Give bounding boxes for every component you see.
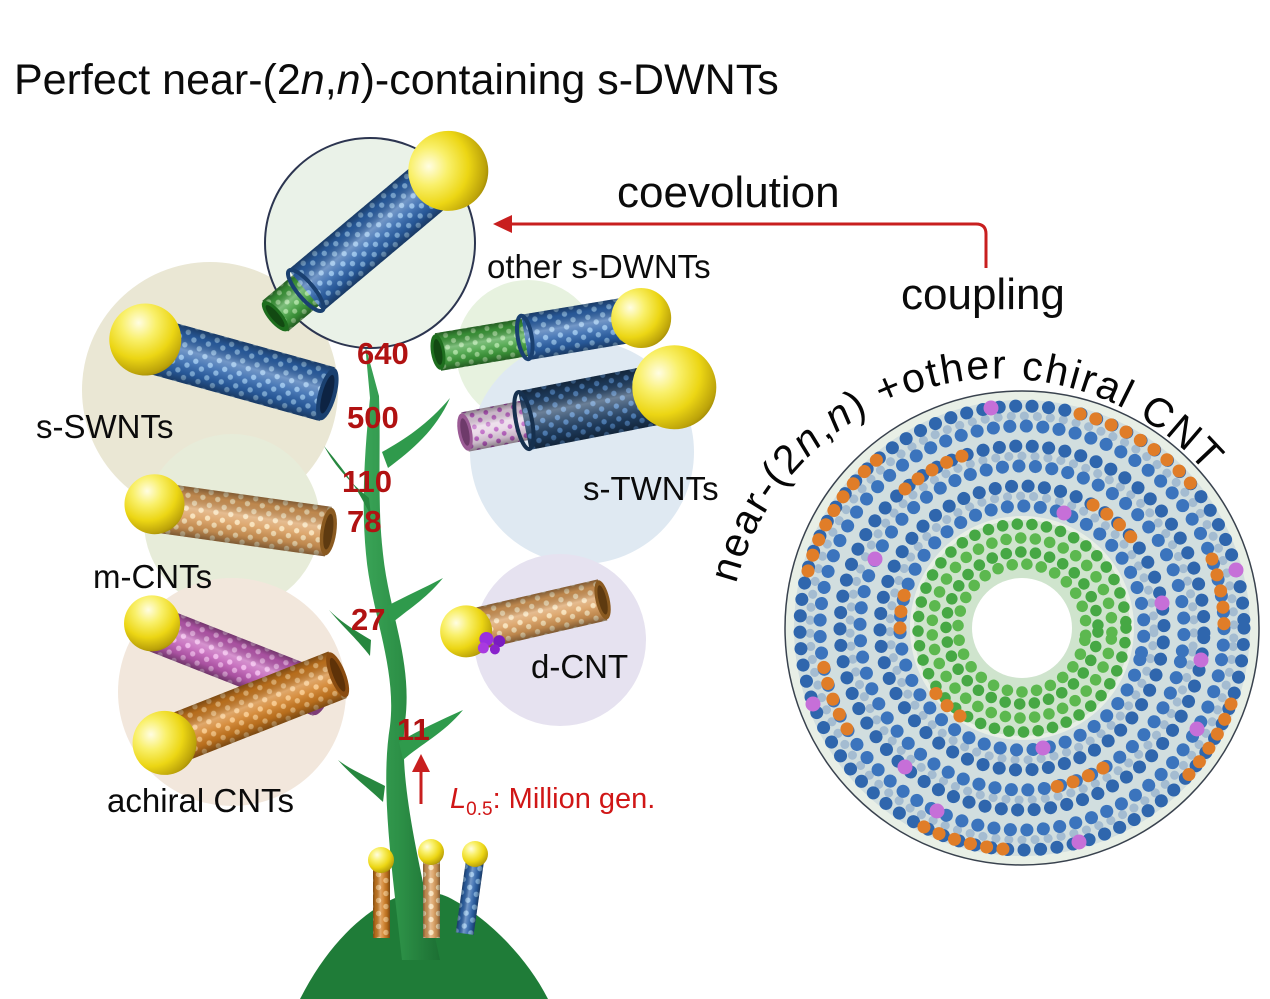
title-italic-n: n — [300, 56, 325, 104]
label-achiral-cnts: achiral CNTs — [107, 782, 295, 819]
defect-cluster — [477, 631, 506, 655]
generation-caption: L0.5: Million gen. — [450, 783, 655, 821]
label-s-swnts: s-SWNTs — [36, 408, 174, 445]
stem-number-11: 11 — [397, 712, 430, 747]
catalyst-ball — [632, 345, 717, 430]
s-swnt-tube — [109, 303, 339, 422]
inner-wall-green-rings — [912, 518, 1132, 738]
dwnt-cross-section — [784, 390, 1260, 866]
coupling-label: coupling — [901, 270, 1065, 319]
label-m-cnts: m-CNTs — [93, 558, 213, 595]
figure-title: Perfect near-(2n,n)-containing s-DWNTs — [14, 56, 779, 104]
perfect-dwnt-highlight — [261, 130, 489, 349]
seed-catalyst-ball — [462, 841, 488, 867]
tree-trunk — [363, 344, 440, 960]
coevolution-arrow — [493, 215, 988, 268]
seed-catalyst-ball — [418, 839, 444, 865]
evolution-tree — [300, 344, 548, 999]
arrowhead — [493, 215, 512, 233]
generation-arrow — [412, 754, 430, 804]
stem-number-78: 78 — [347, 504, 382, 539]
stem-number-640: 640 — [357, 336, 409, 371]
catalyst-ball — [132, 710, 197, 775]
caption-rest: : Million gen. — [492, 783, 656, 815]
stem-number-27: 27 — [351, 602, 386, 637]
caption-subscript: 0.5 — [466, 798, 493, 820]
title-text: Perfect near-(2 — [14, 56, 301, 104]
catalyst-ball — [124, 595, 181, 652]
caption-variable: L — [450, 783, 467, 815]
perfect-dwnt-tube — [261, 130, 489, 332]
seed-catalyst-ball — [368, 847, 394, 873]
seed-nanotubes — [368, 839, 488, 938]
catalyst-ball — [611, 288, 672, 349]
stem-number-110: 110 — [342, 464, 393, 499]
orange-atom-chains — [801, 407, 1238, 856]
title-text: , — [324, 56, 337, 104]
d-cnt-tube — [440, 579, 611, 658]
violet-atoms — [805, 400, 1244, 850]
catalyst-ball — [408, 130, 489, 211]
label-other-s-dwnts: other s-DWNTs — [487, 248, 711, 285]
s-twnt-tube — [457, 345, 717, 452]
tree-thorn-branches — [324, 398, 463, 802]
other-s-dwnt-tube — [430, 288, 672, 371]
label-s-twnts: s-TWNTs — [583, 470, 719, 507]
title-text: )-containing s-DWNTs — [360, 56, 779, 104]
hollow-core — [972, 578, 1072, 678]
catalyst-ball — [109, 303, 182, 376]
coevolution-label: coevolution — [617, 168, 840, 217]
catalyst-ball — [124, 474, 185, 535]
m-cnt-tube — [124, 474, 337, 557]
outer-wall-blue-rings — [793, 399, 1251, 857]
title-italic-n: n — [336, 56, 361, 104]
arrowhead — [412, 754, 430, 772]
label-d-cnt: d-CNT — [531, 648, 629, 685]
stem-number-500: 500 — [347, 400, 399, 435]
achiral-orange-tube — [132, 651, 350, 775]
